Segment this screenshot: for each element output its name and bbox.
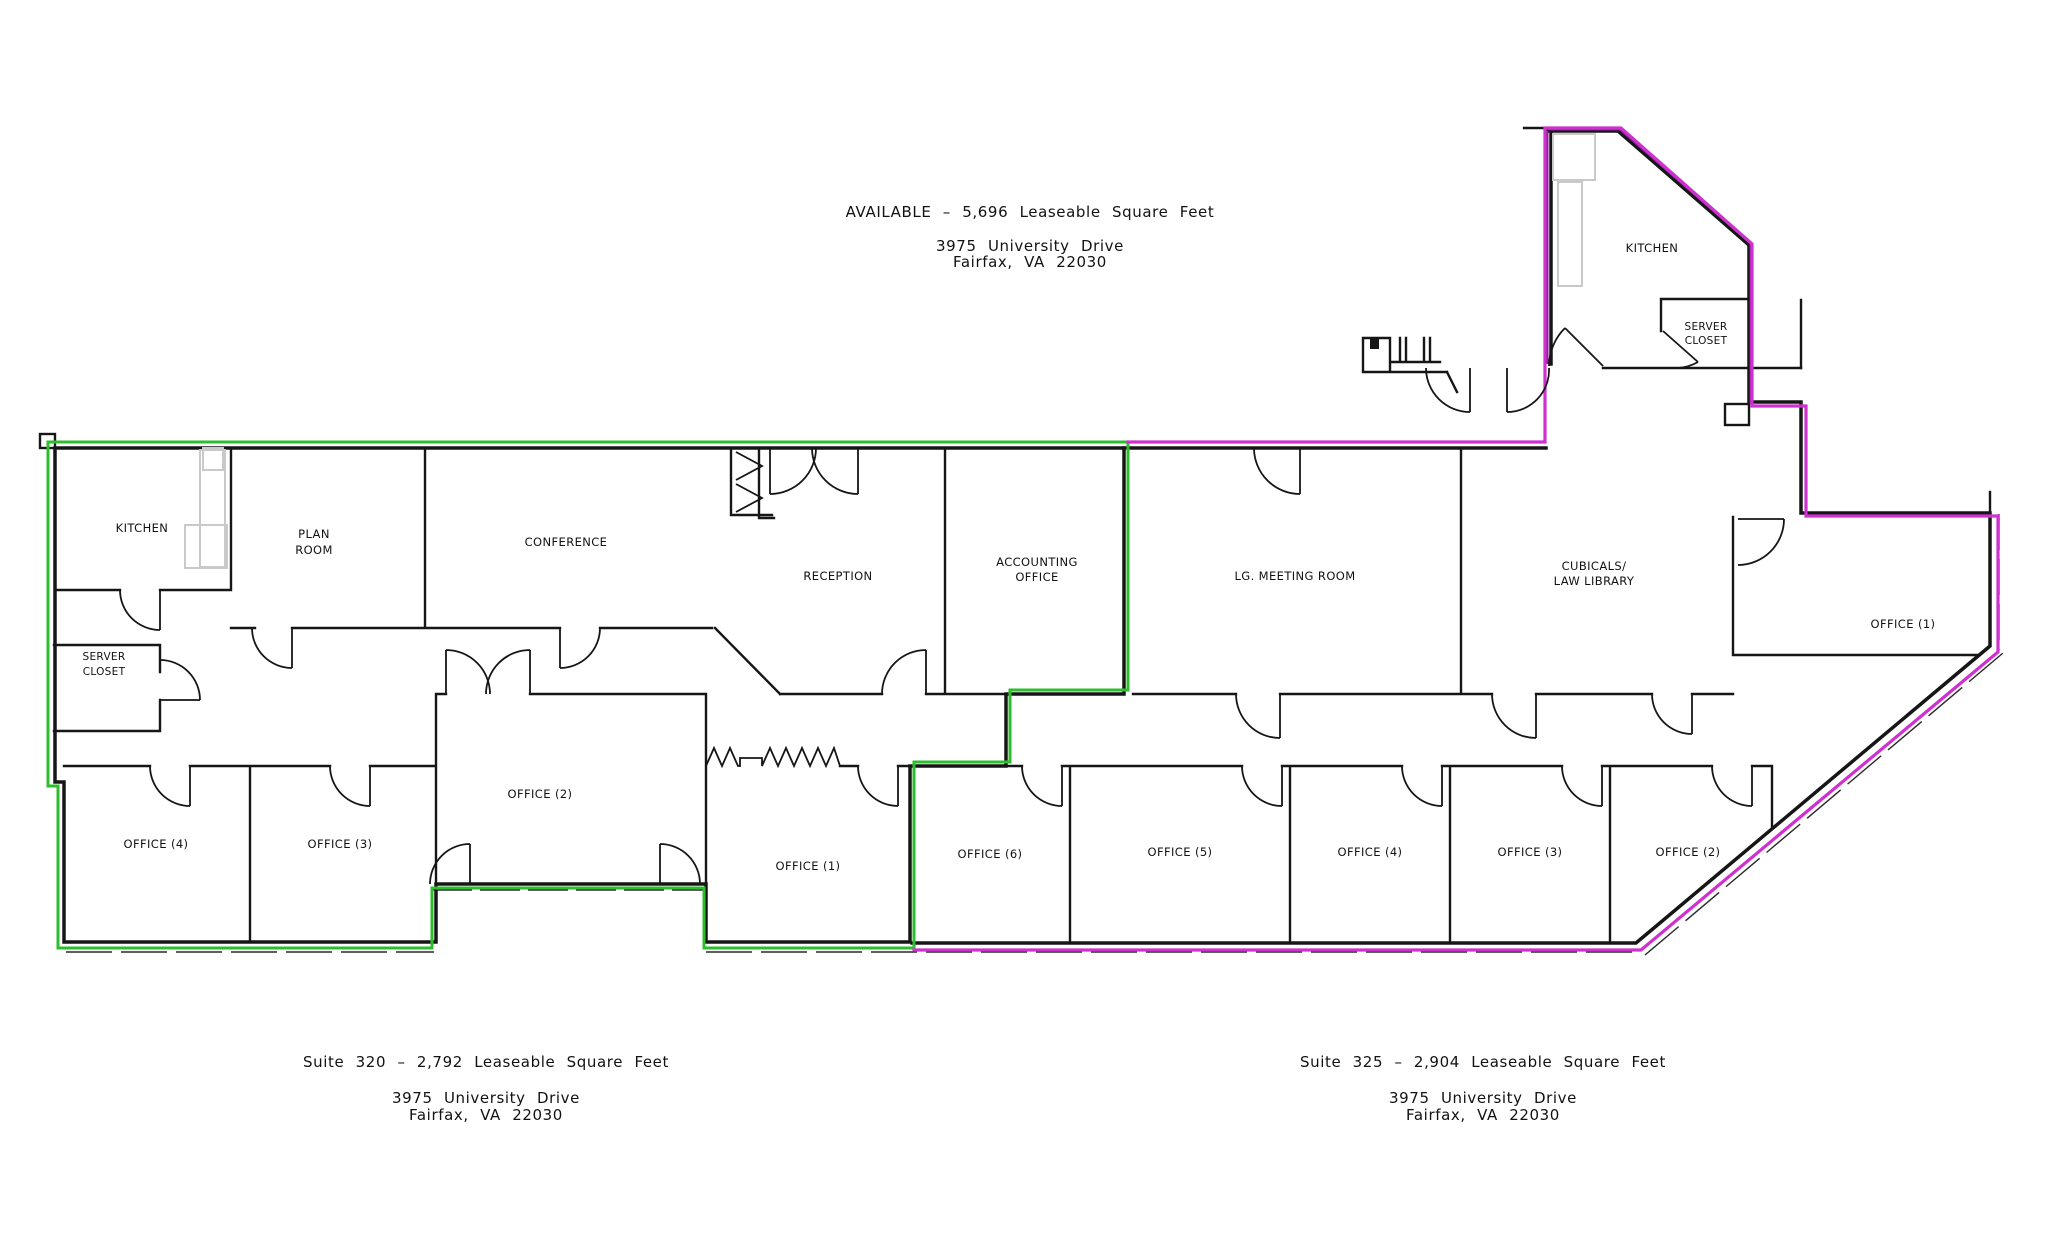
meeting-room-south-door [1235, 693, 1281, 739]
room-label-office4-325: OFFICE (4) [1338, 845, 1403, 859]
room-label-office1-325: OFFICE (1) [1871, 617, 1936, 631]
room-label-server-closet-325-1: SERVER [1685, 321, 1728, 333]
cubicals-door-a [1491, 693, 1537, 739]
room-label-office2-320: OFFICE (2) [508, 787, 573, 801]
header-address-line1: 3975 University Drive [936, 237, 1124, 255]
room-label-server-closet-320-2: CLOSET [83, 666, 126, 678]
office4-320-door [149, 765, 191, 807]
suite-320-boundary [46, 440, 1130, 950]
corridor-counter-appliance [1370, 338, 1379, 349]
room-label-office5-325: OFFICE (5) [1148, 845, 1213, 859]
corridor-counter [1361, 336, 1459, 394]
suite-325-exterior-wall [910, 129, 1992, 945]
plan-room-door [251, 627, 293, 669]
suite-325-interior-walls [908, 297, 1979, 944]
room-label-lg-meeting-room: LG. MEETING ROOM [1234, 569, 1355, 583]
accounting-door [881, 649, 927, 695]
kitchen-320-island [184, 524, 228, 569]
suite-325-boundary [912, 126, 2000, 952]
corridor-counter-outline [1361, 336, 1459, 394]
room-label-office2-325: OFFICE (2) [1656, 845, 1721, 859]
suite-325-title: Suite 325 – 2,904 Leaseable Square Feet [1300, 1053, 1666, 1071]
entry-door-right [811, 447, 859, 495]
corridor-door-a [1425, 367, 1471, 413]
room-label-server-closet-320-1: SERVER [83, 651, 126, 663]
room-label-server-closet-325-2: CLOSET [1685, 335, 1728, 347]
suite-325-entry-door [1506, 367, 1550, 413]
office4-325-door [1401, 765, 1443, 807]
exterior-walls [38, 126, 1992, 945]
wall-chase-box [1723, 402, 1751, 427]
office2-320-partition-door-left [429, 843, 471, 885]
suite-325-footer: Suite 325 – 2,904 Leaseable Square Feet … [1300, 1053, 1666, 1124]
accordion-partition [705, 745, 841, 769]
kitchen-320-sink [202, 447, 224, 471]
server-closet-320-door [159, 659, 201, 701]
room-label-office4-320: OFFICE (4) [124, 837, 189, 851]
meeting-room-north-door [1253, 447, 1301, 495]
room-label-conference: CONFERENCE [525, 535, 608, 549]
kitchen-325-counter-lower [1557, 181, 1583, 287]
room-label-office1-320: OFFICE (1) [776, 859, 841, 873]
room-label-accounting-1: ACCOUNTING [996, 555, 1078, 569]
suite-320-footer: Suite 320 – 2,792 Leaseable Square Feet … [303, 1053, 669, 1124]
room-label-office6-325: OFFICE (6) [958, 847, 1023, 861]
office1-325-door [1737, 518, 1785, 566]
office3-320-door [329, 765, 371, 807]
room-label-plan-room-2: ROOM [295, 543, 333, 557]
office5-325-door [1241, 765, 1283, 807]
suite-320-address-line2: Fairfax, VA 22030 [409, 1106, 563, 1124]
doors [119, 327, 1785, 885]
window-sill-diagonal [1644, 652, 2004, 956]
room-label-cubicals-2: LAW LIBRARY [1554, 574, 1635, 588]
room-label-plan-room-1: PLAN [298, 527, 330, 541]
suite-325-wing-accent [1545, 127, 1753, 404]
kitchen-325-door [1548, 327, 1604, 367]
suite-320-interior-walls [52, 446, 1008, 944]
office1-320-door [857, 765, 899, 807]
office2-320-partition-door-right [659, 843, 701, 885]
kitchen-325-counter-upper [1552, 133, 1596, 181]
conference-door [559, 627, 601, 669]
office2-320-door-right [485, 649, 531, 695]
header-block: AVAILABLE – 5,696 Leaseable Square Feet … [846, 203, 1215, 271]
server-closet-325-door [1662, 330, 1699, 369]
office6-325-door [1021, 765, 1063, 807]
room-label-kitchen-320: KITCHEN [116, 521, 169, 535]
suite-320-title: Suite 320 – 2,792 Leaseable Square Feet [303, 1053, 669, 1071]
office2-325-door [1711, 765, 1753, 807]
suite-325-address-line2: Fairfax, VA 22030 [1406, 1106, 1560, 1124]
suite-320-exterior-wall [53, 446, 1126, 944]
fixtures [184, 133, 1596, 569]
suite-320-address-line1: 3975 University Drive [392, 1089, 580, 1107]
coat-closet-chevrons [735, 451, 764, 513]
interior-walls [52, 297, 1979, 944]
header-address-line2: Fairfax, VA 22030 [953, 253, 1107, 271]
room-label-reception: RECEPTION [803, 569, 872, 583]
office2-320-door-left [445, 649, 491, 695]
room-label-office3-325: OFFICE (3) [1498, 845, 1563, 859]
room-labels: KITCHEN PLAN ROOM CONFERENCE RECEPTION A… [83, 241, 1936, 873]
office3-325-door [1561, 765, 1603, 807]
entry-door-left [769, 447, 817, 495]
suite-325-address-line1: 3975 University Drive [1389, 1089, 1577, 1107]
room-label-accounting-2: OFFICE [1015, 570, 1058, 584]
room-label-office3-320: OFFICE (3) [308, 837, 373, 851]
cubicals-door-b [1651, 693, 1693, 735]
availability-title: AVAILABLE – 5,696 Leaseable Square Feet [846, 203, 1215, 221]
kitchen-320-door [119, 589, 161, 631]
room-label-cubicals-1: CUBICALS/ [1562, 559, 1627, 573]
wing-north-accent [1549, 127, 1753, 404]
room-label-kitchen-325: KITCHEN [1626, 241, 1679, 255]
